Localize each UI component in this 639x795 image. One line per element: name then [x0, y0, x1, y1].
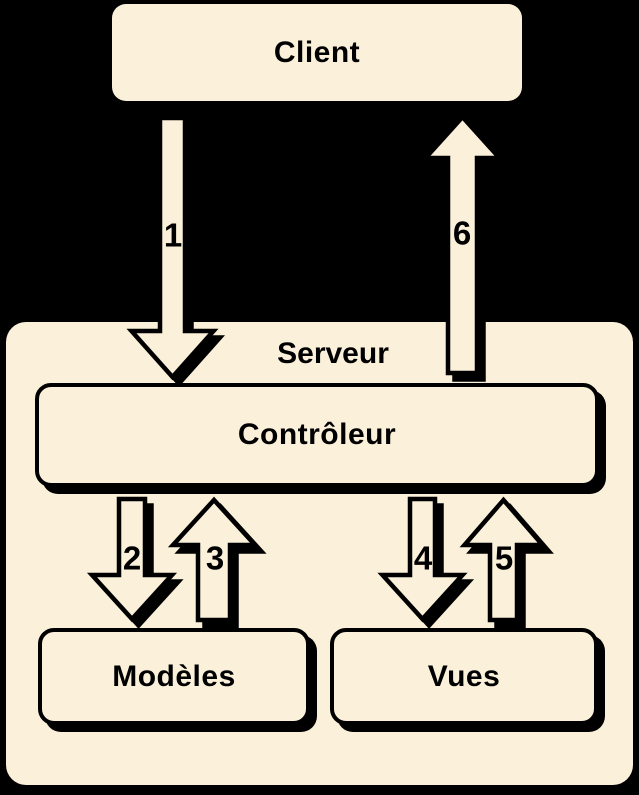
vues-box: Vues — [330, 628, 598, 725]
modeles-box: Modèles — [38, 628, 310, 725]
arrow-6-number: 6 — [452, 214, 472, 252]
modeles-label: Modèles — [112, 659, 236, 693]
client-box: Client — [112, 4, 522, 101]
controleur-box: Contrôleur — [35, 383, 599, 487]
arrow-2-number: 2 — [122, 539, 142, 577]
arrow-1-number: 1 — [163, 216, 183, 254]
arrow-5-number: 5 — [494, 539, 514, 577]
serveur-label: Serveur — [277, 337, 389, 370]
vues-label: Vues — [427, 659, 501, 693]
client-label: Client — [273, 35, 361, 69]
arrow-3-number: 3 — [205, 539, 225, 577]
arrow-4-number: 4 — [413, 539, 433, 577]
controleur-label: Contrôleur — [237, 418, 397, 451]
